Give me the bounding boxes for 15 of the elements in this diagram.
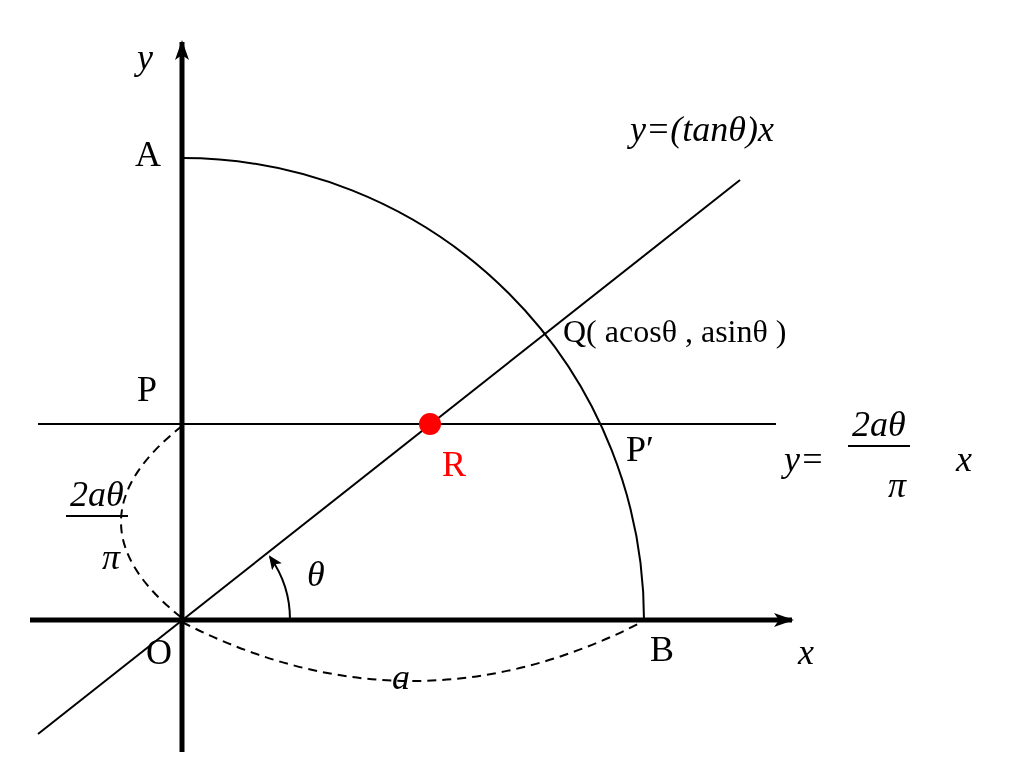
length-label: a (392, 658, 410, 698)
fraction-numerator: 2aθ (848, 405, 910, 447)
point-label: O (146, 633, 172, 673)
point-coordinates: Q( acosθ , asinθ ) (563, 314, 787, 350)
point-label: B (650, 630, 674, 670)
fraction-numerator: 2aθ (66, 475, 128, 517)
point-label: P (137, 370, 158, 410)
point-label: P′ (626, 430, 654, 470)
fraction-denominator: π (888, 466, 907, 506)
angle-label: θ (307, 555, 325, 595)
line-equation: x (956, 440, 972, 480)
fraction-denominator: π (102, 538, 121, 578)
axis-label: x (798, 633, 814, 673)
point-label: A (135, 135, 161, 175)
point-label: R (442, 445, 466, 485)
